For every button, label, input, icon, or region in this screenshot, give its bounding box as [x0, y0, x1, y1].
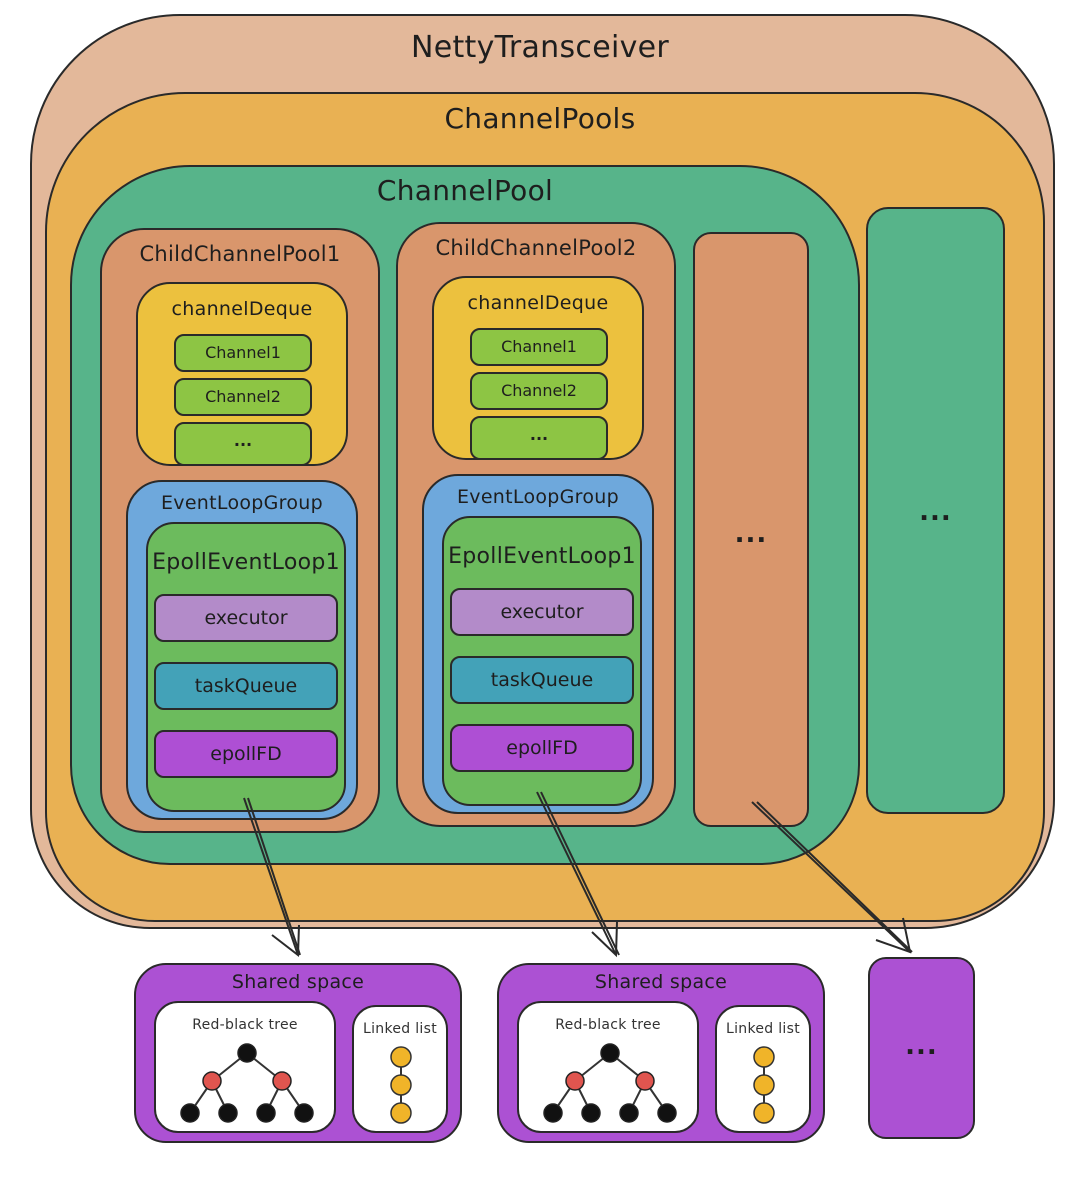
child-channel-pool-2: ChildChannelPool2 channelDeque Channel1 …: [396, 222, 676, 827]
linked-list-title: Linked list: [726, 1021, 800, 1037]
channel-deque-title: channelDeque: [171, 298, 313, 320]
linked-list-icon: [753, 1046, 775, 1124]
event-loop-group: EventLoopGroup EpollEventLoop1 executor …: [126, 480, 358, 820]
red-node: [202, 1071, 222, 1091]
channel-node: Channel1: [174, 334, 312, 372]
channel-deque: channelDeque Channel1 Channel2 ...: [136, 282, 348, 466]
black-node: [657, 1103, 677, 1123]
red-black-tree-icon: [543, 1043, 677, 1123]
black-node: [619, 1103, 639, 1123]
event-loop-group-title: EventLoopGroup: [160, 492, 324, 514]
channel-deque-title: channelDeque: [467, 292, 609, 314]
black-node: [256, 1103, 276, 1123]
list-node: [753, 1102, 775, 1124]
executor-node: executor: [450, 588, 634, 636]
red-black-tree-panel: Red-black tree: [154, 1001, 336, 1133]
black-node: [581, 1103, 601, 1123]
netty-transceiver-title: NettyTransceiver: [410, 30, 670, 65]
epoll-event-loop: EpollEventLoop1 executor taskQueue epoll…: [146, 522, 346, 812]
shared-space-title: Shared space: [594, 971, 728, 993]
shared-space-title: Shared space: [231, 971, 365, 993]
channel-node-more: ...: [470, 416, 608, 460]
shared-space-2: Shared space Red-black tree Linked list: [497, 963, 825, 1143]
channel-node: Channel2: [174, 378, 312, 416]
epoll-fd-node: epollFD: [450, 724, 634, 772]
channel-deque: channelDeque Channel1 Channel2 ...: [432, 276, 644, 460]
epoll-event-loop-title: EpollEventLoop1: [448, 544, 636, 569]
linked-list-panel: Linked list: [715, 1005, 811, 1133]
red-node: [635, 1071, 655, 1091]
epoll-fd-node: epollFD: [154, 730, 338, 778]
ellipsis-label: ...: [734, 519, 768, 549]
task-queue-node: taskQueue: [154, 662, 338, 710]
epoll-event-loop-title: EpollEventLoop1: [152, 550, 340, 575]
channel-node: Channel2: [470, 372, 608, 410]
channel-node-more: ...: [174, 422, 312, 466]
black-node: [237, 1043, 257, 1063]
black-node: [180, 1103, 200, 1123]
list-node: [390, 1074, 412, 1096]
channel-pools-title: ChannelPools: [444, 102, 636, 135]
list-node: [753, 1074, 775, 1096]
more-channel-pools-placeholder: ...: [866, 207, 1005, 814]
more-shared-spaces-placeholder: ...: [868, 957, 975, 1139]
ellipsis-label: ...: [919, 497, 952, 527]
red-black-tree-title: Red-black tree: [192, 1017, 298, 1033]
channel-node: Channel1: [470, 328, 608, 366]
black-node: [294, 1103, 314, 1123]
shared-space-1: Shared space Red-black tree Linked list: [134, 963, 462, 1143]
black-node: [543, 1103, 563, 1123]
red-node: [565, 1071, 585, 1091]
more-child-pools-placeholder: ...: [693, 232, 809, 827]
red-black-tree-panel: Red-black tree: [517, 1001, 699, 1133]
black-node: [600, 1043, 620, 1063]
linked-list-panel: Linked list: [352, 1005, 448, 1133]
linked-list-icon: [390, 1046, 412, 1124]
black-node: [218, 1103, 238, 1123]
event-loop-group: EventLoopGroup EpollEventLoop1 executor …: [422, 474, 654, 814]
list-node: [390, 1102, 412, 1124]
child-channel-pool-1: ChildChannelPool1 channelDeque Channel1 …: [100, 228, 380, 833]
red-node: [272, 1071, 292, 1091]
channel-pool-title: ChannelPool: [376, 174, 554, 207]
epoll-event-loop: EpollEventLoop1 executor taskQueue epoll…: [442, 516, 642, 806]
task-queue-node: taskQueue: [450, 656, 634, 704]
child-channel-pool-title: ChildChannelPool1: [139, 242, 341, 266]
executor-node: executor: [154, 594, 338, 642]
red-black-tree-icon: [180, 1043, 314, 1123]
list-node: [753, 1046, 775, 1068]
list-node: [390, 1046, 412, 1068]
red-black-tree-title: Red-black tree: [555, 1017, 661, 1033]
event-loop-group-title: EventLoopGroup: [456, 486, 620, 508]
linked-list-title: Linked list: [363, 1021, 437, 1037]
child-channel-pool-title: ChildChannelPool2: [435, 236, 637, 260]
ellipsis-label: ...: [905, 1031, 938, 1061]
